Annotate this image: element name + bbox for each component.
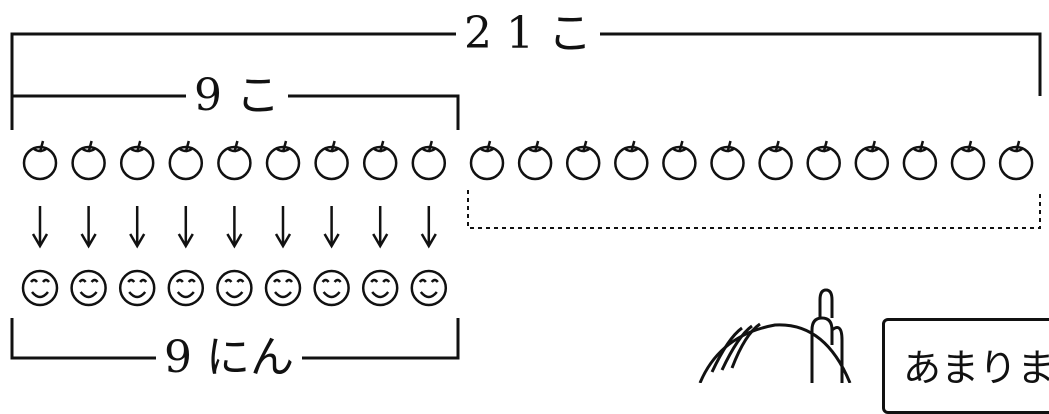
apple-icon-given: [217, 140, 252, 181]
apple-row: [22, 140, 1034, 181]
down-arrow-icon: [420, 206, 437, 249]
smiling-face-icon: [313, 269, 350, 307]
down-arrow-icon: [274, 206, 292, 249]
apple-icon-remaining: [517, 140, 553, 181]
apple-icon-given: [71, 140, 106, 181]
apple-icon-remaining: [758, 140, 793, 181]
apple-icon-given: [265, 140, 301, 181]
apple-icon-remaining: [469, 140, 505, 181]
pointing-character-icon: [698, 288, 852, 383]
subset-count-label: 9 こ: [186, 74, 288, 118]
apple-icon-given: [314, 140, 349, 181]
total-count-label: 2 1 こ: [456, 12, 600, 56]
apple-icon-remaining: [614, 140, 649, 181]
smiling-face-icon: [21, 269, 59, 307]
face-row: [21, 269, 448, 307]
smiling-face-icon: [361, 269, 399, 307]
down-arrow-icon: [31, 206, 49, 249]
apple-icon-given: [119, 140, 155, 181]
down-arrow-icon: [80, 206, 97, 249]
smiling-face-icon: [118, 269, 156, 307]
apple-icon-given: [22, 140, 58, 181]
smiling-face-icon: [167, 269, 205, 307]
smiling-face-icon: [216, 269, 253, 307]
smiling-face-icon: [70, 269, 107, 307]
apple-icon-remaining: [806, 140, 841, 181]
down-arrow-icon: [372, 206, 389, 249]
apple-icon-remaining: [998, 140, 1034, 181]
apple-icon-remaining: [710, 140, 745, 181]
apple-icon-remaining: [565, 140, 601, 181]
remainder-dashed-bracket: [467, 190, 1041, 229]
down-arrow-icon: [323, 206, 340, 249]
apple-icon-remaining: [950, 140, 986, 181]
apple-icon-remaining: [902, 140, 938, 181]
apple-icon-given: [411, 140, 447, 181]
speech-bubble: あまりま: [882, 318, 1049, 414]
apple-icon-remaining: [854, 140, 890, 181]
apple-icon-given: [362, 140, 398, 181]
apple-icon-given: [168, 140, 204, 181]
down-arrow-icon: [129, 206, 146, 249]
speech-bubble-text: あまりま: [903, 346, 1049, 390]
smiling-face-icon: [410, 269, 448, 307]
people-count-label: 9 にん: [156, 336, 302, 380]
down-arrow-icon: [177, 206, 194, 249]
apple-icon-remaining: [662, 140, 697, 181]
smiling-face-icon: [264, 269, 302, 307]
apple-division-diagram: [10, 32, 1042, 383]
arrow-row: [31, 206, 437, 249]
down-arrow-icon: [226, 206, 243, 249]
